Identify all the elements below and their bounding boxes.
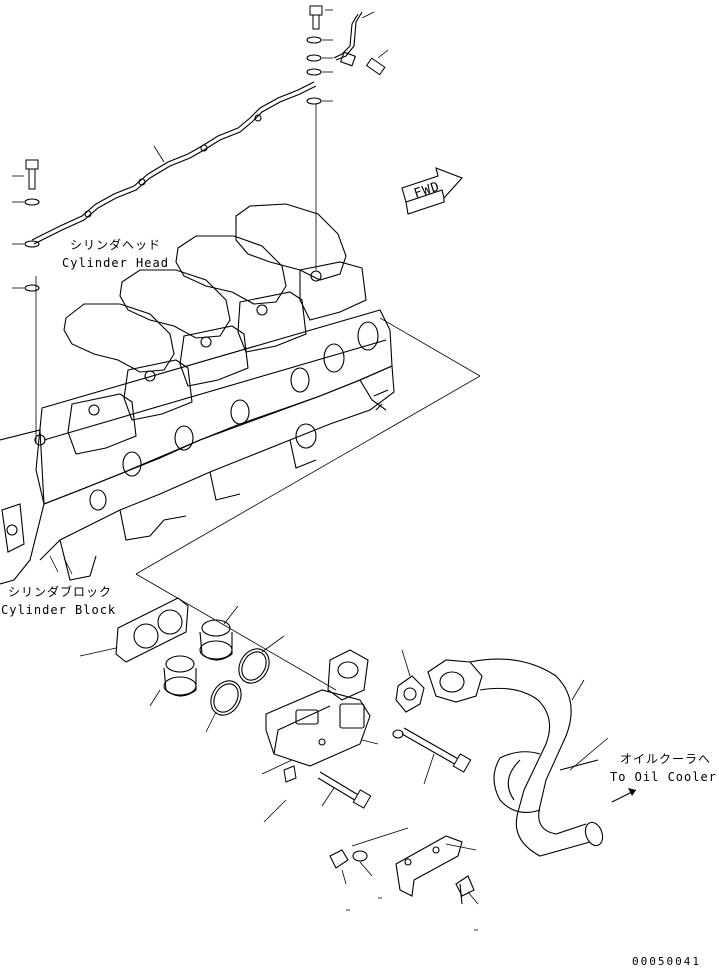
reference-number: 00050041	[632, 955, 701, 968]
cylinder-head-label-jp: シリンダヘッド	[70, 238, 162, 252]
seal-rings	[205, 635, 285, 733]
cylinder-head-label-en: Cylinder Head	[62, 256, 169, 270]
housing-bolts	[263, 727, 472, 823]
cylinder-block-label-jp: シリンダブロック	[8, 585, 113, 599]
long-tube	[31, 81, 317, 442]
cylinder-block	[0, 365, 395, 585]
left-bolt-assembly	[12, 159, 40, 292]
pipe-gasket	[395, 649, 425, 713]
thermostat-housing	[261, 649, 379, 775]
guide-lines	[135, 317, 481, 691]
oil-cooler-label-jp: オイルクーラへ	[620, 752, 712, 766]
fwd-arrow	[401, 167, 463, 215]
pipe-bracket	[329, 827, 479, 931]
top-bolt-assembly	[306, 5, 389, 270]
gasket-plate	[79, 597, 189, 663]
oil-cooler-label-en: To Oil Cooler	[610, 770, 717, 784]
cylinder-block-label-en: Cylinder Block	[1, 603, 117, 617]
thermostats	[149, 605, 239, 707]
outlet-pipe	[427, 658, 637, 857]
